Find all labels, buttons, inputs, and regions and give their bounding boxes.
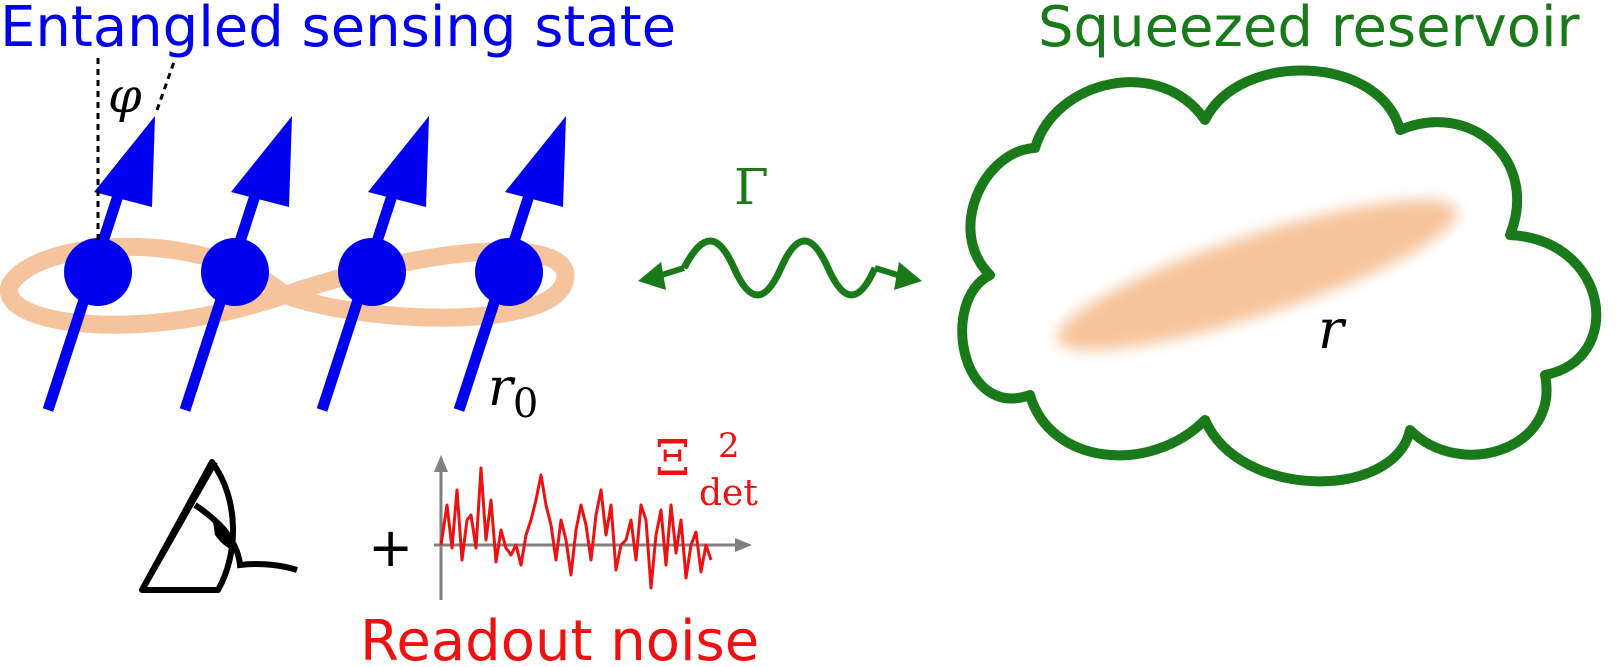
wavy-double-arrow-icon — [638, 237, 922, 299]
spin-2 — [179, 116, 292, 412]
xi-superscript: 2 — [718, 426, 740, 466]
noise-trace — [439, 466, 713, 590]
noise-x-axis-arrow — [735, 538, 752, 552]
r0-base: r — [488, 358, 516, 418]
spin-arrowhead — [368, 116, 429, 207]
xi-subscript: det — [699, 473, 758, 514]
entanglement-loop — [0, 237, 575, 334]
r0-subscript: 0 — [513, 381, 538, 427]
spin-3 — [316, 116, 429, 412]
r0-label: r0 — [488, 358, 538, 427]
xi-symbol: Ξ — [655, 429, 690, 487]
phi-label: φ — [108, 68, 142, 124]
plus-sign: + — [368, 516, 413, 579]
angle-tilted-dashed — [155, 61, 176, 111]
spin-4 — [453, 116, 566, 412]
title-entangled-sensing-state: Entangled sensing state — [0, 0, 676, 60]
spin-ball — [475, 238, 543, 306]
xi-det-label: Ξ 2 det — [655, 411, 758, 514]
eye-icon — [139, 459, 298, 593]
readout-noise-label: Readout noise — [360, 609, 759, 667]
noise-y-axis-arrow — [434, 455, 448, 472]
r-label: r — [1318, 298, 1347, 361]
title-squeezed-reservoir: Squeezed reservoir — [1038, 0, 1581, 60]
spin-arrowhead — [94, 116, 155, 207]
spin-arrowhead — [505, 116, 566, 207]
squeezed-ellipse — [1056, 199, 1458, 351]
spin-ball — [201, 238, 269, 306]
gamma-label: Γ — [734, 158, 769, 216]
spin-ball — [64, 238, 132, 306]
spin-ball — [338, 238, 406, 306]
spin-arrowhead — [231, 116, 292, 207]
noise-plot — [434, 455, 752, 600]
spin-1 — [42, 116, 155, 412]
